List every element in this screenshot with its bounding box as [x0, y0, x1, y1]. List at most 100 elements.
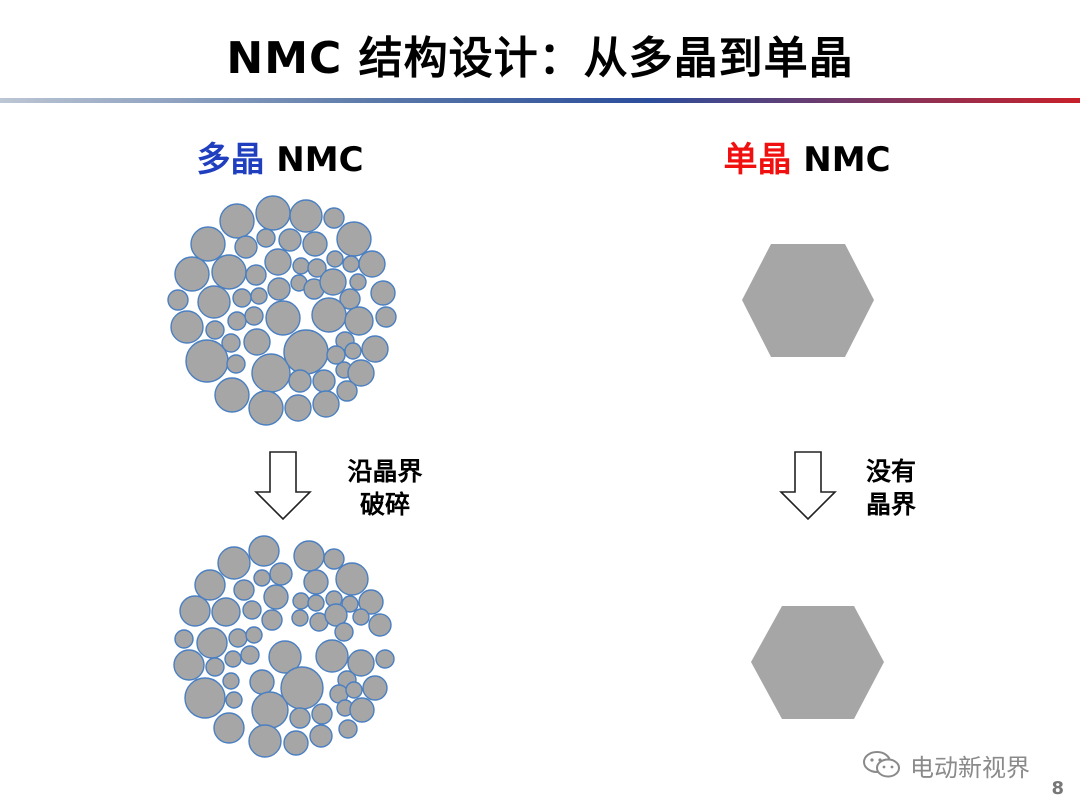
intact-grain-15: [307, 258, 327, 278]
cracked-grain-31: [205, 657, 225, 677]
intact-grain-26: [319, 268, 347, 296]
intact-grain-7: [278, 228, 302, 252]
cracked-grain-8: [303, 569, 329, 595]
intact-grain-53: [336, 380, 358, 402]
intact-grain-50: [312, 369, 336, 393]
down-arrow-right: [779, 451, 837, 521]
down-arrow-left: [254, 451, 312, 521]
intact-grain-45: [326, 345, 346, 365]
cracked-grain-41: [184, 677, 226, 719]
cracked-grain-24: [291, 609, 309, 627]
intact-grain-32: [227, 311, 247, 331]
cracked-grain-47: [362, 675, 388, 701]
intact-grain-14: [292, 257, 310, 275]
cracked-grain-0: [248, 535, 280, 567]
intact-grain-10: [174, 256, 210, 292]
page-number: 8: [1051, 778, 1064, 799]
intact-grain-33: [244, 306, 264, 326]
intact-grain-11: [211, 254, 247, 290]
cracked-grain-17: [341, 595, 359, 613]
single-crystal-hexagon-top: [742, 244, 874, 357]
intact-grain-2: [289, 199, 323, 233]
intact-grain-42: [226, 354, 246, 374]
intact-grain-4: [190, 226, 226, 262]
watermark: 电动新视界: [862, 748, 1030, 782]
intact-grain-38: [221, 333, 241, 353]
intact-grain-21: [232, 288, 252, 308]
cracked-grain-39: [249, 669, 275, 695]
cracked-grain-4: [194, 569, 226, 601]
intact-grain-41: [185, 339, 229, 383]
cracked-grain-21: [228, 628, 248, 648]
cracked-grain-23: [261, 609, 283, 631]
no-boundary-note-line1: 没有: [865, 457, 916, 486]
intact-grain-5: [234, 235, 258, 259]
cracking-note-line1: 沿晶界: [347, 457, 423, 486]
cracking-note: 沿晶界 破碎: [330, 455, 440, 521]
cracked-grain-7: [269, 562, 293, 586]
intact-grain-44: [283, 329, 329, 375]
intact-grain-54: [248, 390, 284, 426]
intact-grain-34: [265, 300, 301, 336]
intact-grain-37: [375, 306, 397, 328]
intact-grain-3: [323, 207, 345, 229]
polycrystal-heading-accent: 多晶: [196, 140, 265, 180]
polycrystal-particle-cracked: [173, 535, 395, 758]
intact-grain-28: [370, 280, 396, 306]
intact-grain-29: [339, 288, 361, 310]
intact-grain-30: [170, 310, 204, 344]
cracked-grain-14: [292, 592, 310, 610]
intact-grain-16: [326, 250, 344, 268]
cracked-grain-54: [248, 724, 282, 758]
cracked-grain-3: [323, 548, 345, 570]
cracked-grain-10: [179, 595, 211, 627]
intact-grain-9: [336, 221, 372, 257]
intact-grain-6: [256, 228, 276, 248]
intact-grain-55: [284, 394, 312, 422]
title-divider: [0, 98, 1080, 103]
intact-grain-17: [342, 255, 360, 273]
cracked-grain-49: [289, 707, 311, 729]
intact-grain-27: [349, 273, 367, 291]
intact-grain-0: [255, 195, 291, 231]
intact-grain-52: [347, 359, 375, 387]
cracked-grain-38: [222, 672, 240, 690]
cracked-grain-48: [213, 712, 245, 744]
intact-grain-19: [167, 289, 189, 311]
single-crystal-heading: 单晶 NMC: [657, 132, 957, 181]
intact-grain-18: [358, 250, 386, 278]
cracked-grain-15: [307, 594, 325, 612]
cracked-grain-52: [349, 697, 375, 723]
intact-grain-1: [219, 203, 255, 239]
single-crystal-heading-rest: NMC: [791, 140, 891, 180]
watermark-text: 电动新视界: [910, 753, 1030, 782]
cracked-grain-36: [347, 649, 375, 677]
cracked-grain-13: [263, 584, 289, 610]
cracked-grain-9: [335, 562, 369, 596]
cracked-grain-50: [311, 703, 333, 725]
no-boundary-note-line2: 晶界: [865, 490, 916, 519]
polycrystal-heading-rest: NMC: [264, 140, 364, 180]
cracked-grain-1: [217, 546, 251, 580]
intact-grain-31: [205, 320, 225, 340]
cracked-grain-11: [211, 597, 241, 627]
intact-grain-22: [250, 287, 268, 305]
cracked-grain-27: [352, 608, 370, 626]
cracked-grain-30: [173, 649, 205, 681]
cracked-grain-33: [240, 645, 260, 665]
cracked-grain-6: [253, 569, 271, 587]
single-crystal-hexagon-bottom: [751, 606, 884, 719]
cracked-grain-53: [338, 719, 358, 739]
cracked-grain-44: [280, 666, 324, 710]
cracked-grain-37: [375, 649, 395, 669]
cracked-grain-42: [225, 691, 243, 709]
cracked-grain-5: [233, 579, 255, 601]
polycrystal-heading: 多晶 NMC: [130, 132, 430, 181]
cracked-grain-29: [334, 622, 354, 642]
intact-grain-47: [361, 335, 389, 363]
intact-grain-20: [197, 285, 231, 319]
cracked-grain-28: [368, 613, 392, 637]
intact-grain-43: [251, 353, 291, 393]
cracked-grain-2: [293, 540, 325, 572]
